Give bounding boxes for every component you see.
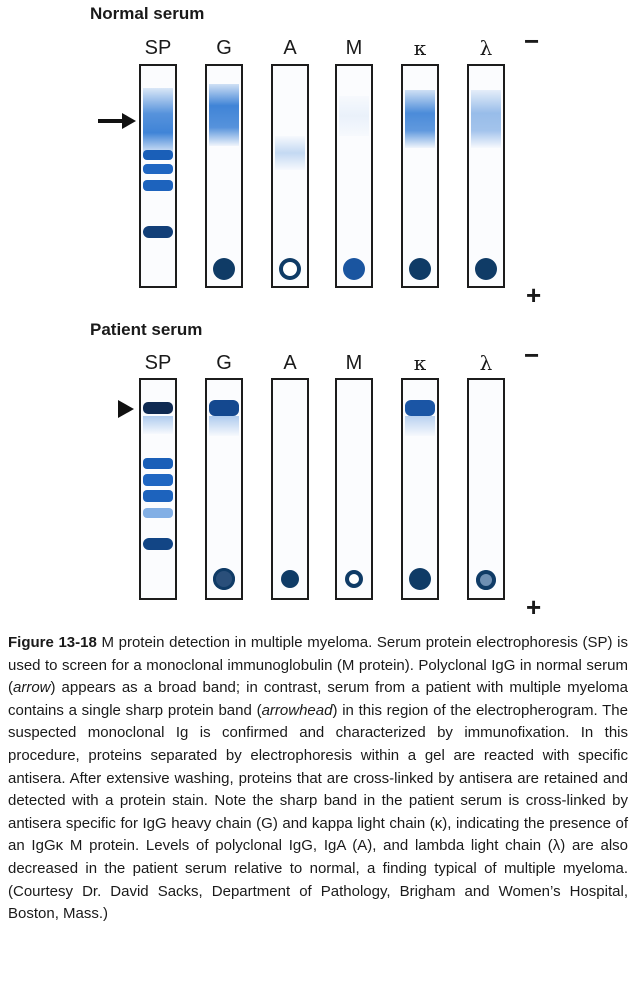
lane-label-kappa: κ bbox=[413, 36, 427, 60]
band bbox=[405, 416, 435, 436]
patient-g-strip bbox=[205, 378, 243, 600]
well bbox=[476, 570, 496, 590]
arrowhead-icon bbox=[118, 400, 134, 418]
band bbox=[143, 508, 173, 518]
lane-label-a: A bbox=[283, 37, 297, 59]
band bbox=[143, 180, 173, 191]
lane-label-sp: SP bbox=[144, 352, 172, 374]
band bbox=[405, 400, 435, 416]
well bbox=[409, 568, 431, 590]
band bbox=[143, 490, 173, 502]
band bbox=[143, 226, 173, 238]
well bbox=[281, 570, 299, 588]
well bbox=[279, 258, 301, 280]
normal-kappa-strip bbox=[401, 64, 439, 288]
positive-pole-sign: + bbox=[526, 280, 542, 310]
band bbox=[209, 400, 239, 416]
patient-kappa-strip bbox=[401, 378, 439, 600]
positive-pole-sign: + bbox=[526, 592, 542, 622]
band bbox=[143, 416, 173, 434]
caption-text: M protein detection in multiple myeloma.… bbox=[8, 634, 628, 697]
normal-m-strip bbox=[335, 64, 373, 288]
well bbox=[409, 258, 431, 280]
band bbox=[471, 90, 501, 148]
well bbox=[213, 258, 235, 280]
caption-text: ) in this region of the electropherogram… bbox=[8, 701, 628, 923]
lane-label-g: G bbox=[216, 352, 232, 374]
figure-caption: Figure 13-18 M protein detection in mult… bbox=[8, 632, 628, 926]
lane-label-m: M bbox=[345, 352, 363, 374]
band bbox=[143, 474, 173, 486]
arrow-icon bbox=[98, 113, 136, 129]
lane-label-g: G bbox=[216, 37, 232, 59]
patient-m-strip bbox=[335, 378, 373, 600]
band bbox=[143, 402, 173, 414]
lane-label-kappa: κ bbox=[413, 351, 427, 375]
normal-serum-title: Normal serum bbox=[90, 4, 205, 23]
well bbox=[213, 568, 235, 590]
patient-serum-title: Patient serum bbox=[90, 320, 203, 339]
band bbox=[339, 96, 369, 136]
well bbox=[475, 258, 497, 280]
patient-a-strip bbox=[271, 378, 309, 600]
patient-lambda-strip bbox=[467, 378, 505, 600]
band bbox=[405, 90, 435, 148]
band bbox=[143, 150, 173, 160]
band bbox=[143, 538, 173, 550]
patient-sp-strip bbox=[139, 378, 177, 600]
figure-label: Figure 13-18 bbox=[8, 634, 97, 651]
lane-label-sp: SP bbox=[144, 37, 172, 59]
band bbox=[143, 458, 173, 469]
normal-g-strip bbox=[205, 64, 243, 288]
well bbox=[345, 570, 363, 588]
lane-label-lambda: λ bbox=[479, 36, 493, 60]
caption-emphasis: arrow bbox=[13, 679, 51, 697]
lane-label-lambda: λ bbox=[479, 351, 493, 375]
well bbox=[343, 258, 365, 280]
caption-text: ) appears as a broad band; in contrast, … bbox=[8, 679, 628, 719]
negative-pole-sign: − bbox=[524, 340, 540, 370]
negative-pole-sign: − bbox=[524, 26, 540, 56]
band bbox=[143, 88, 173, 152]
band bbox=[275, 136, 305, 170]
band bbox=[143, 164, 173, 174]
lane-label-a: A bbox=[283, 352, 297, 374]
normal-sp-strip bbox=[139, 64, 177, 288]
lane-label-m: M bbox=[345, 37, 363, 59]
band bbox=[209, 416, 239, 436]
caption-emphasis: arrowhead bbox=[261, 701, 333, 719]
normal-a-strip bbox=[271, 64, 309, 288]
normal-lambda-strip bbox=[467, 64, 505, 288]
band bbox=[209, 84, 239, 146]
